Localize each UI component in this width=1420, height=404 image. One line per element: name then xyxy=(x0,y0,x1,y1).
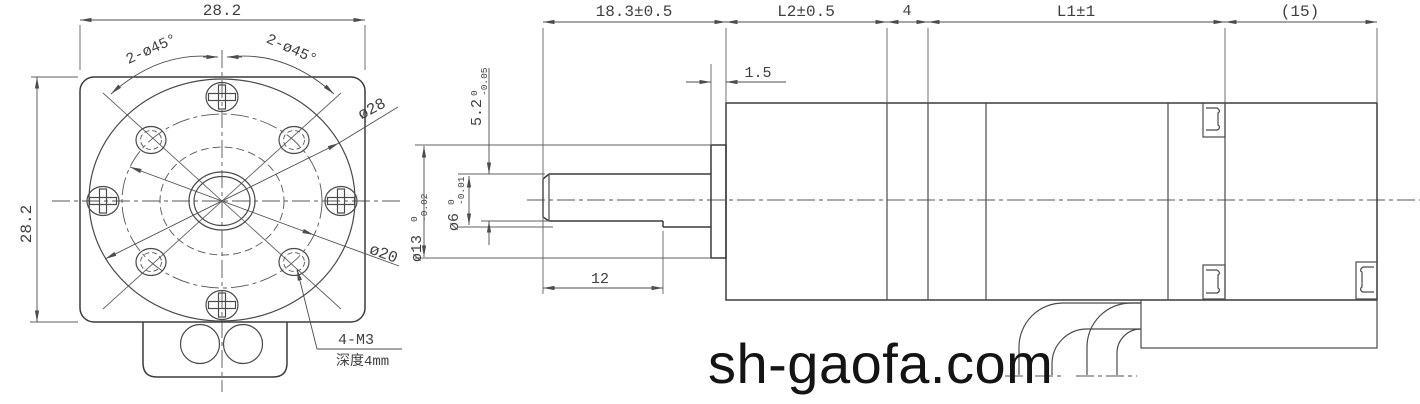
dim-pilot-thickness: 1.5 xyxy=(686,64,786,145)
wire xyxy=(1018,302,1141,375)
dim-shaft-dia: ø6 0 -0.01 xyxy=(446,176,472,231)
front-dim-height: 28.2 xyxy=(18,76,78,323)
outer-dia-callout: ø28 xyxy=(104,95,399,260)
snap-clips xyxy=(1202,102,1378,300)
dim-gearbox-length: L2±0.5 xyxy=(777,3,835,21)
front-dim-width: 28.2 xyxy=(79,2,366,70)
dim-flat-length-text: 12 xyxy=(591,271,609,288)
screw-bottom xyxy=(205,289,239,321)
dim-spacer-width: 4 xyxy=(902,3,911,20)
side-view: 18.3±0.5 L2±0.5 4 L1±1 (15) 1.5 ø13 xyxy=(409,3,1420,377)
tap-note: 4-M3 深度4mm xyxy=(296,268,402,370)
screw-top xyxy=(205,81,239,113)
outer-dia-label: ø28 xyxy=(355,95,389,124)
dim-pilot-dia: ø13 0 -0.02 xyxy=(409,146,430,262)
output-shaft xyxy=(542,173,711,228)
dim-shaft-dia-tol-upper: 0 xyxy=(446,199,457,205)
watermark-text: sh-gaofa.com xyxy=(708,332,1053,395)
clip xyxy=(1202,102,1226,138)
dim-motor-length: L1±1 xyxy=(1057,3,1095,21)
terminal-pin xyxy=(179,323,221,365)
dim-text-height: 28.2 xyxy=(18,205,36,243)
dim-flat-length: 12 xyxy=(543,231,664,294)
dim-shaft-flat: 5.2 0 -0.05 xyxy=(469,67,492,245)
dim-pilot-dia-tol-lower: -0.02 xyxy=(419,193,430,222)
terminal-pin xyxy=(222,323,264,365)
dim-shaft-dia-value: ø6 xyxy=(446,213,463,231)
dim-shaft-flat-value: 5.2 xyxy=(469,99,486,126)
dim-pilot-dia-value: ø13 xyxy=(409,235,426,262)
bolt-circle-callout: ø20 xyxy=(129,166,400,268)
side-top-dims: 18.3±0.5 L2±0.5 4 L1±1 (15) xyxy=(542,3,1378,294)
flange-outline xyxy=(79,76,366,323)
dim-shaft-dia-tol-lower: -0.01 xyxy=(456,176,467,205)
chamfer-label-left: 2-ø45° xyxy=(123,31,179,69)
lead-wires xyxy=(1005,302,1142,377)
body-outline xyxy=(725,102,1378,301)
pilot-boss xyxy=(710,144,727,259)
front-view: 28.2 28.2 2-ø45° 2-ø45° ø28 ø xyxy=(18,2,402,392)
wire xyxy=(1116,328,1142,375)
dim-pilot-thickness-text: 1.5 xyxy=(744,65,771,82)
terminal-block xyxy=(1140,299,1378,349)
m3-hole xyxy=(278,125,310,155)
chamfer-label-right: 2-ø45° xyxy=(263,31,319,69)
tap-note-line1: 4-M3 xyxy=(338,332,374,349)
dim-shaft-flat-tol-upper: 0 xyxy=(469,90,480,96)
dim-shaft-flat-tol-lower: -0.05 xyxy=(479,67,490,96)
clip xyxy=(1355,261,1378,300)
wire xyxy=(1051,328,1141,375)
dim-pilot-dia-tol-upper: 0 xyxy=(409,216,420,222)
bolt-circle-label: ø20 xyxy=(367,241,400,268)
dim-text-width: 28.2 xyxy=(203,2,241,20)
wire xyxy=(1086,302,1141,375)
motor-body xyxy=(725,102,1378,301)
terminal-tab xyxy=(142,322,288,378)
tap-note-line2: 深度4mm xyxy=(336,353,389,370)
m3-hole xyxy=(278,247,310,277)
shaft-extension-lines xyxy=(415,144,711,259)
dim-shaft-protrusion: 18.3±0.5 xyxy=(596,3,673,21)
clip xyxy=(1202,264,1226,300)
dim-rear-cap-length: (15) xyxy=(1281,3,1319,21)
